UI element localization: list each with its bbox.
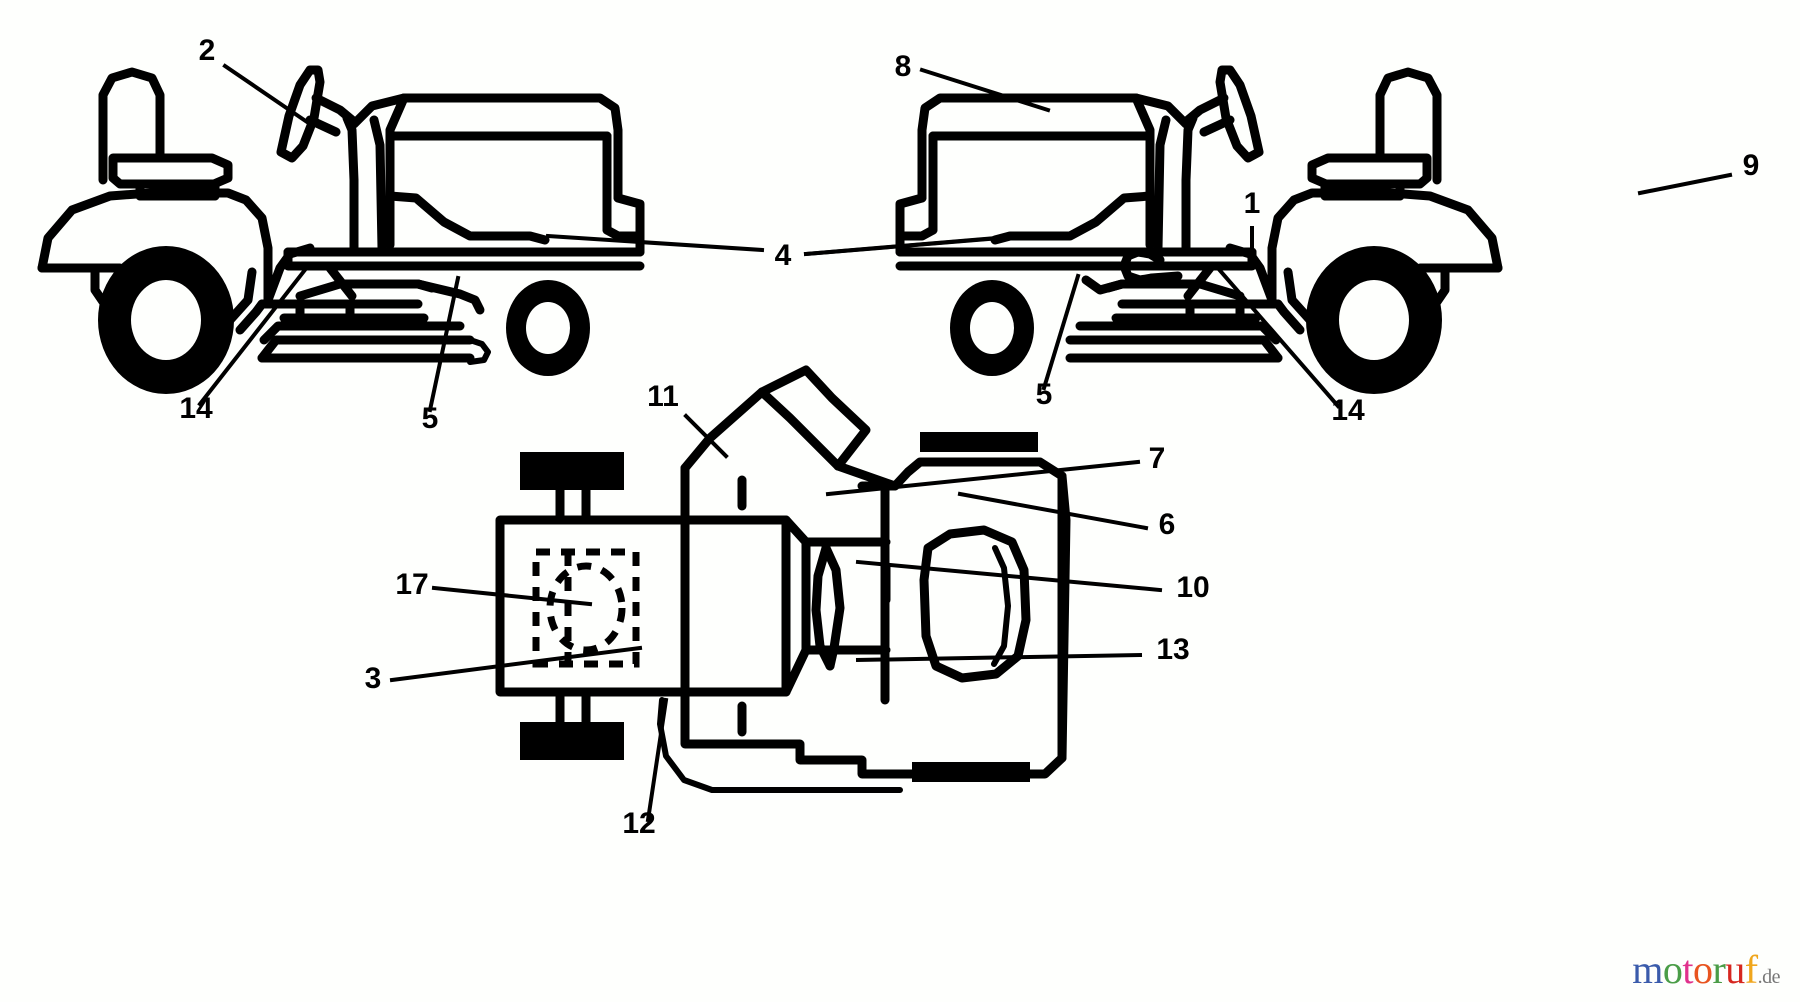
callout-5-left: 5 xyxy=(422,402,439,435)
watermark-letter-t: t xyxy=(1682,947,1693,992)
watermark-letter-m: m xyxy=(1632,947,1663,992)
callout-5-right: 5 xyxy=(1036,378,1053,411)
callout-14-right: 14 xyxy=(1331,394,1365,427)
callout-4: 4 xyxy=(775,239,792,272)
callout-11: 11 xyxy=(647,380,679,413)
callout-3: 3 xyxy=(365,662,382,695)
front-wheel-left xyxy=(506,280,590,376)
dashed-panel xyxy=(532,548,640,668)
callout-1: 1 xyxy=(1244,187,1261,220)
callout-13: 13 xyxy=(1156,633,1189,666)
watermark-letter-r: r xyxy=(1712,947,1726,992)
rear-wheel-left xyxy=(98,246,234,394)
callout-numbers: 2 8 9 1 4 5 14 5 14 11 7 6 10 13 17 3 12 xyxy=(179,34,1759,840)
callout-10: 10 xyxy=(1176,571,1209,604)
callout-8: 8 xyxy=(895,50,912,83)
callout-14-left: 14 xyxy=(179,392,213,425)
callout-17: 17 xyxy=(395,568,428,601)
steering-wheel-right xyxy=(1183,65,1264,163)
watermark-letter-f: f xyxy=(1744,947,1758,992)
callout-6: 6 xyxy=(1159,508,1176,541)
right-side-view xyxy=(803,65,1733,409)
callout-2: 2 xyxy=(199,34,216,67)
top-view xyxy=(389,365,1163,823)
watermark-suffix: .de xyxy=(1757,966,1781,988)
watermark-letter-o1: o xyxy=(1662,947,1683,992)
front-wheel-right xyxy=(950,280,1034,376)
steering-wheel-left xyxy=(276,65,357,163)
watermark-letter-o2: o xyxy=(1692,947,1713,992)
left-side-view xyxy=(37,63,765,413)
watermark-letter-u: u xyxy=(1725,947,1745,992)
rear-wheel-right xyxy=(1306,246,1442,394)
callout-12: 12 xyxy=(622,807,655,840)
callout-7: 7 xyxy=(1149,442,1166,475)
callout-9: 9 xyxy=(1743,149,1760,182)
motoruf-watermark: motoruf.de xyxy=(1632,950,1780,990)
